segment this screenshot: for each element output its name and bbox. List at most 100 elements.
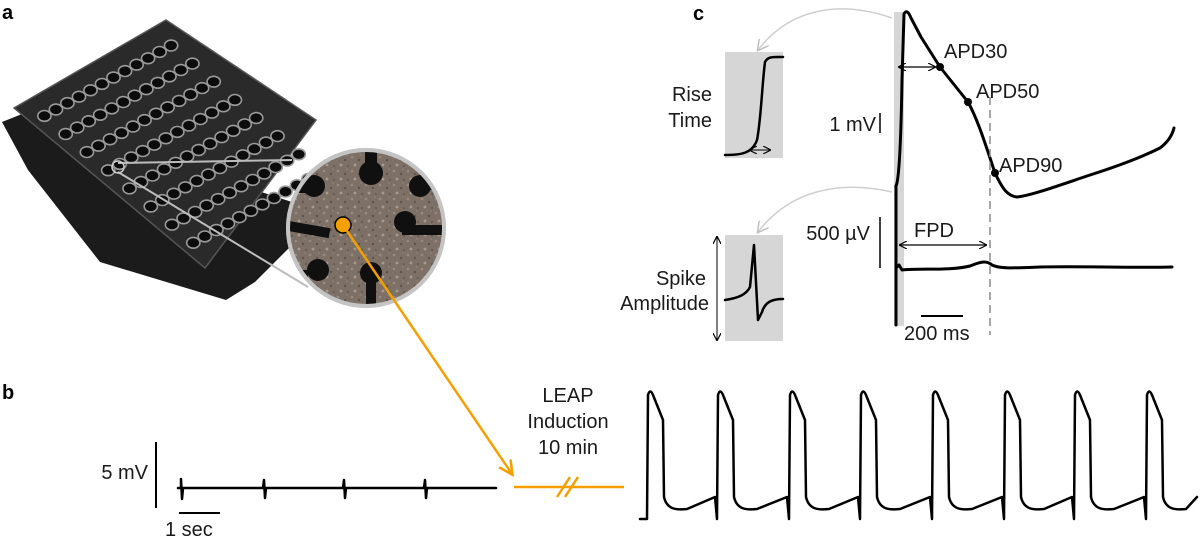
well [191, 143, 206, 157]
well [245, 173, 261, 187]
rise-time-callout-arrow [758, 8, 893, 50]
well [127, 89, 143, 102]
field-potential-trace [176, 477, 498, 501]
apd30-point [936, 63, 944, 71]
well [270, 129, 285, 143]
well [189, 174, 205, 188]
apd50-point [964, 98, 972, 106]
well [199, 199, 214, 212]
well [166, 187, 182, 200]
well [179, 150, 195, 163]
rise-time-inset [725, 52, 783, 158]
well [148, 107, 164, 120]
rise-time-label-line2: Time [668, 110, 712, 132]
well [137, 113, 152, 127]
well [79, 145, 95, 159]
well [160, 101, 175, 114]
well [235, 149, 251, 162]
well [161, 70, 177, 83]
well [91, 139, 106, 152]
well [177, 181, 193, 194]
well [81, 114, 97, 128]
well [215, 100, 231, 113]
well [117, 64, 133, 78]
well [200, 168, 216, 181]
fp-voltage-scale-label: 500 µV [806, 223, 870, 245]
well [291, 148, 307, 161]
well [268, 160, 284, 174]
action-potential-train [638, 390, 1199, 521]
panel-label-b: b [2, 382, 14, 404]
well [214, 131, 230, 144]
well [169, 125, 185, 139]
well [194, 81, 210, 95]
well [106, 71, 121, 84]
well [227, 93, 243, 107]
apd50-label: APD50 [976, 81, 1039, 103]
rise-time-inset-trace [723, 55, 785, 157]
apd30-label: APD30 [944, 41, 1007, 63]
wells-grid [37, 39, 328, 250]
well [48, 103, 64, 116]
well [83, 84, 98, 97]
well [246, 142, 262, 156]
well [150, 76, 166, 90]
voltage-scale-label: 5 mV [101, 462, 148, 484]
well [171, 94, 187, 108]
well [140, 52, 156, 65]
well [183, 88, 198, 101]
well [248, 111, 264, 125]
field-potential-detail-trace [894, 184, 1174, 327]
zoom-guide-line [117, 171, 309, 288]
well [184, 57, 200, 70]
well [258, 136, 274, 149]
well [92, 108, 108, 122]
spike-label-line2: Amplitude [620, 293, 709, 315]
ms-scale-label: 200 ms [904, 323, 970, 345]
well [222, 186, 237, 199]
well [138, 82, 154, 96]
well [125, 120, 141, 133]
break-mark [555, 476, 572, 498]
well [181, 119, 197, 132]
well [152, 45, 167, 59]
panel-label-c: c [693, 3, 704, 25]
well [58, 127, 74, 141]
leap-label-line3: 10 min [538, 437, 598, 459]
ap-voltage-scale-label: 1 mV [829, 114, 876, 136]
rise-time-label-line1: Rise [672, 84, 712, 106]
panel-label-a: a [2, 2, 14, 24]
well [206, 75, 222, 88]
well [69, 121, 85, 134]
action-potential-trace [894, 10, 1176, 199]
well [158, 132, 174, 145]
panel-b: 5 mV 1 sec LEAP Induction 10 min [101, 385, 1199, 541]
zoom-guide-line [117, 159, 293, 164]
well [187, 205, 203, 219]
well [197, 230, 213, 243]
well [145, 169, 160, 182]
magnified-well [286, 148, 446, 308]
well [176, 212, 191, 225]
well [204, 106, 220, 119]
well [122, 182, 137, 195]
well [202, 137, 218, 150]
well [156, 163, 172, 176]
well [94, 77, 110, 91]
panel-c: APD30 APD50 APD90 1 mV 500 µV FPD 200 ms… [620, 8, 1176, 345]
electrode-to-trace-arrow [343, 227, 512, 474]
time-scale-label: 1 sec [165, 519, 213, 541]
well [243, 204, 259, 218]
well [173, 63, 189, 77]
selected-electrode [334, 216, 352, 234]
well [231, 211, 247, 224]
well [115, 95, 131, 109]
well-plate-photo [2, 19, 328, 300]
spike-callout-arrow [758, 186, 893, 232]
apd90-point [991, 169, 999, 177]
well [123, 151, 139, 164]
well [143, 200, 159, 213]
well [37, 109, 52, 123]
well [129, 58, 144, 71]
